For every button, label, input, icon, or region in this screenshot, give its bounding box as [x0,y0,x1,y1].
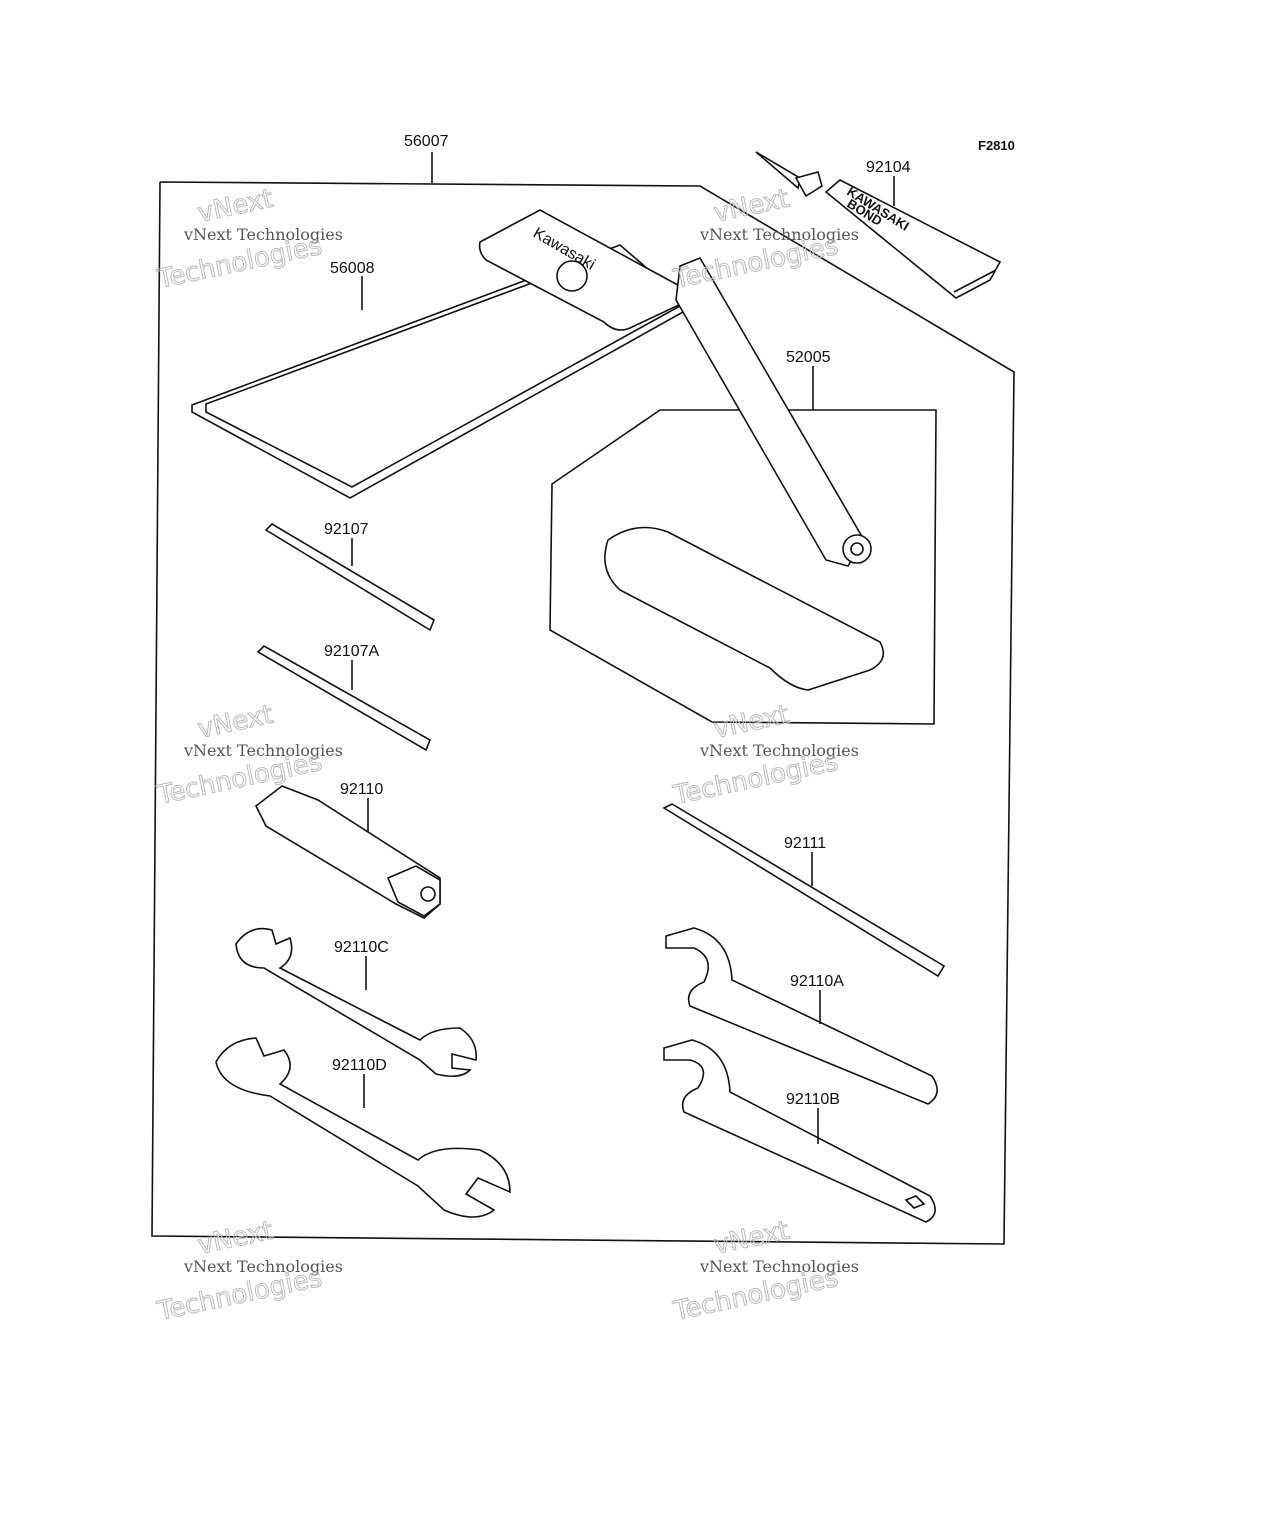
open-wrench-92110C [235,927,477,1078]
label-92111[interactable]: 92111 [784,835,826,852]
label-92104[interactable]: 92104 [866,159,911,176]
watermark-1: vNext Technologies vNext Technologies [154,183,343,295]
svg-text:vNext: vNext [711,700,792,745]
watermark-5: vNext Technologies vNext Technologies [154,1215,343,1327]
plug-wrench [254,785,441,919]
label-92110B[interactable]: 92110B [786,1091,840,1108]
svg-text:vNext Technologies: vNext Technologies [183,225,343,244]
label-92110D[interactable]: 92110D [332,1057,387,1074]
watermark-6: vNext Technologies vNext Technologies [670,1215,859,1327]
open-wrench-92110D [215,1037,511,1218]
label-92107[interactable]: 92107 [324,521,369,538]
svg-text:vNext Technologies: vNext Technologies [183,741,343,760]
svg-text:vNext Technologies: vNext Technologies [699,225,859,244]
label-92110A[interactable]: 92110A [790,973,844,990]
handle-bar [662,803,946,978]
kit-boundary [151,181,1015,1245]
pump-kit-box [549,409,937,725]
watermark-2: vNext Technologies vNext Technologies [670,183,859,295]
svg-text:vNext: vNext [711,184,792,229]
svg-text:vNext: vNext [195,1216,276,1261]
screwdriver-bit-92107 [264,522,435,632]
svg-text:vNext Technologies: vNext Technologies [699,1257,859,1276]
figure-code: F2810 [978,138,1015,153]
svg-text:vNext Technologies: vNext Technologies [699,741,859,760]
svg-text:vNext: vNext [195,700,276,745]
svg-text:vNext: vNext [711,1216,792,1261]
watermark-4: vNext Technologies vNext Technologies [670,699,859,811]
label-92107A[interactable]: 92107A [324,643,379,660]
pump-bag [604,526,885,691]
label-56008[interactable]: 56008 [330,260,375,277]
label-92110[interactable]: 92110 [340,781,383,798]
label-52005[interactable]: 52005 [786,349,831,366]
svg-text:vNext Technologies: vNext Technologies [183,1257,343,1276]
pouch-button-icon [556,260,588,292]
screwdriver-bit-92107A [256,645,432,752]
svg-text:vNext: vNext [195,184,276,229]
label-92110C[interactable]: 92110C [334,939,389,956]
pump [675,257,872,567]
hook-wrench-92110A [665,927,938,1105]
label-56007[interactable]: 56007 [404,133,449,150]
watermark-3: vNext Technologies vNext Technologies [154,699,343,811]
hook-wrench-92110B [663,1039,936,1223]
tool-pouch: Kawasaki [191,209,700,499]
